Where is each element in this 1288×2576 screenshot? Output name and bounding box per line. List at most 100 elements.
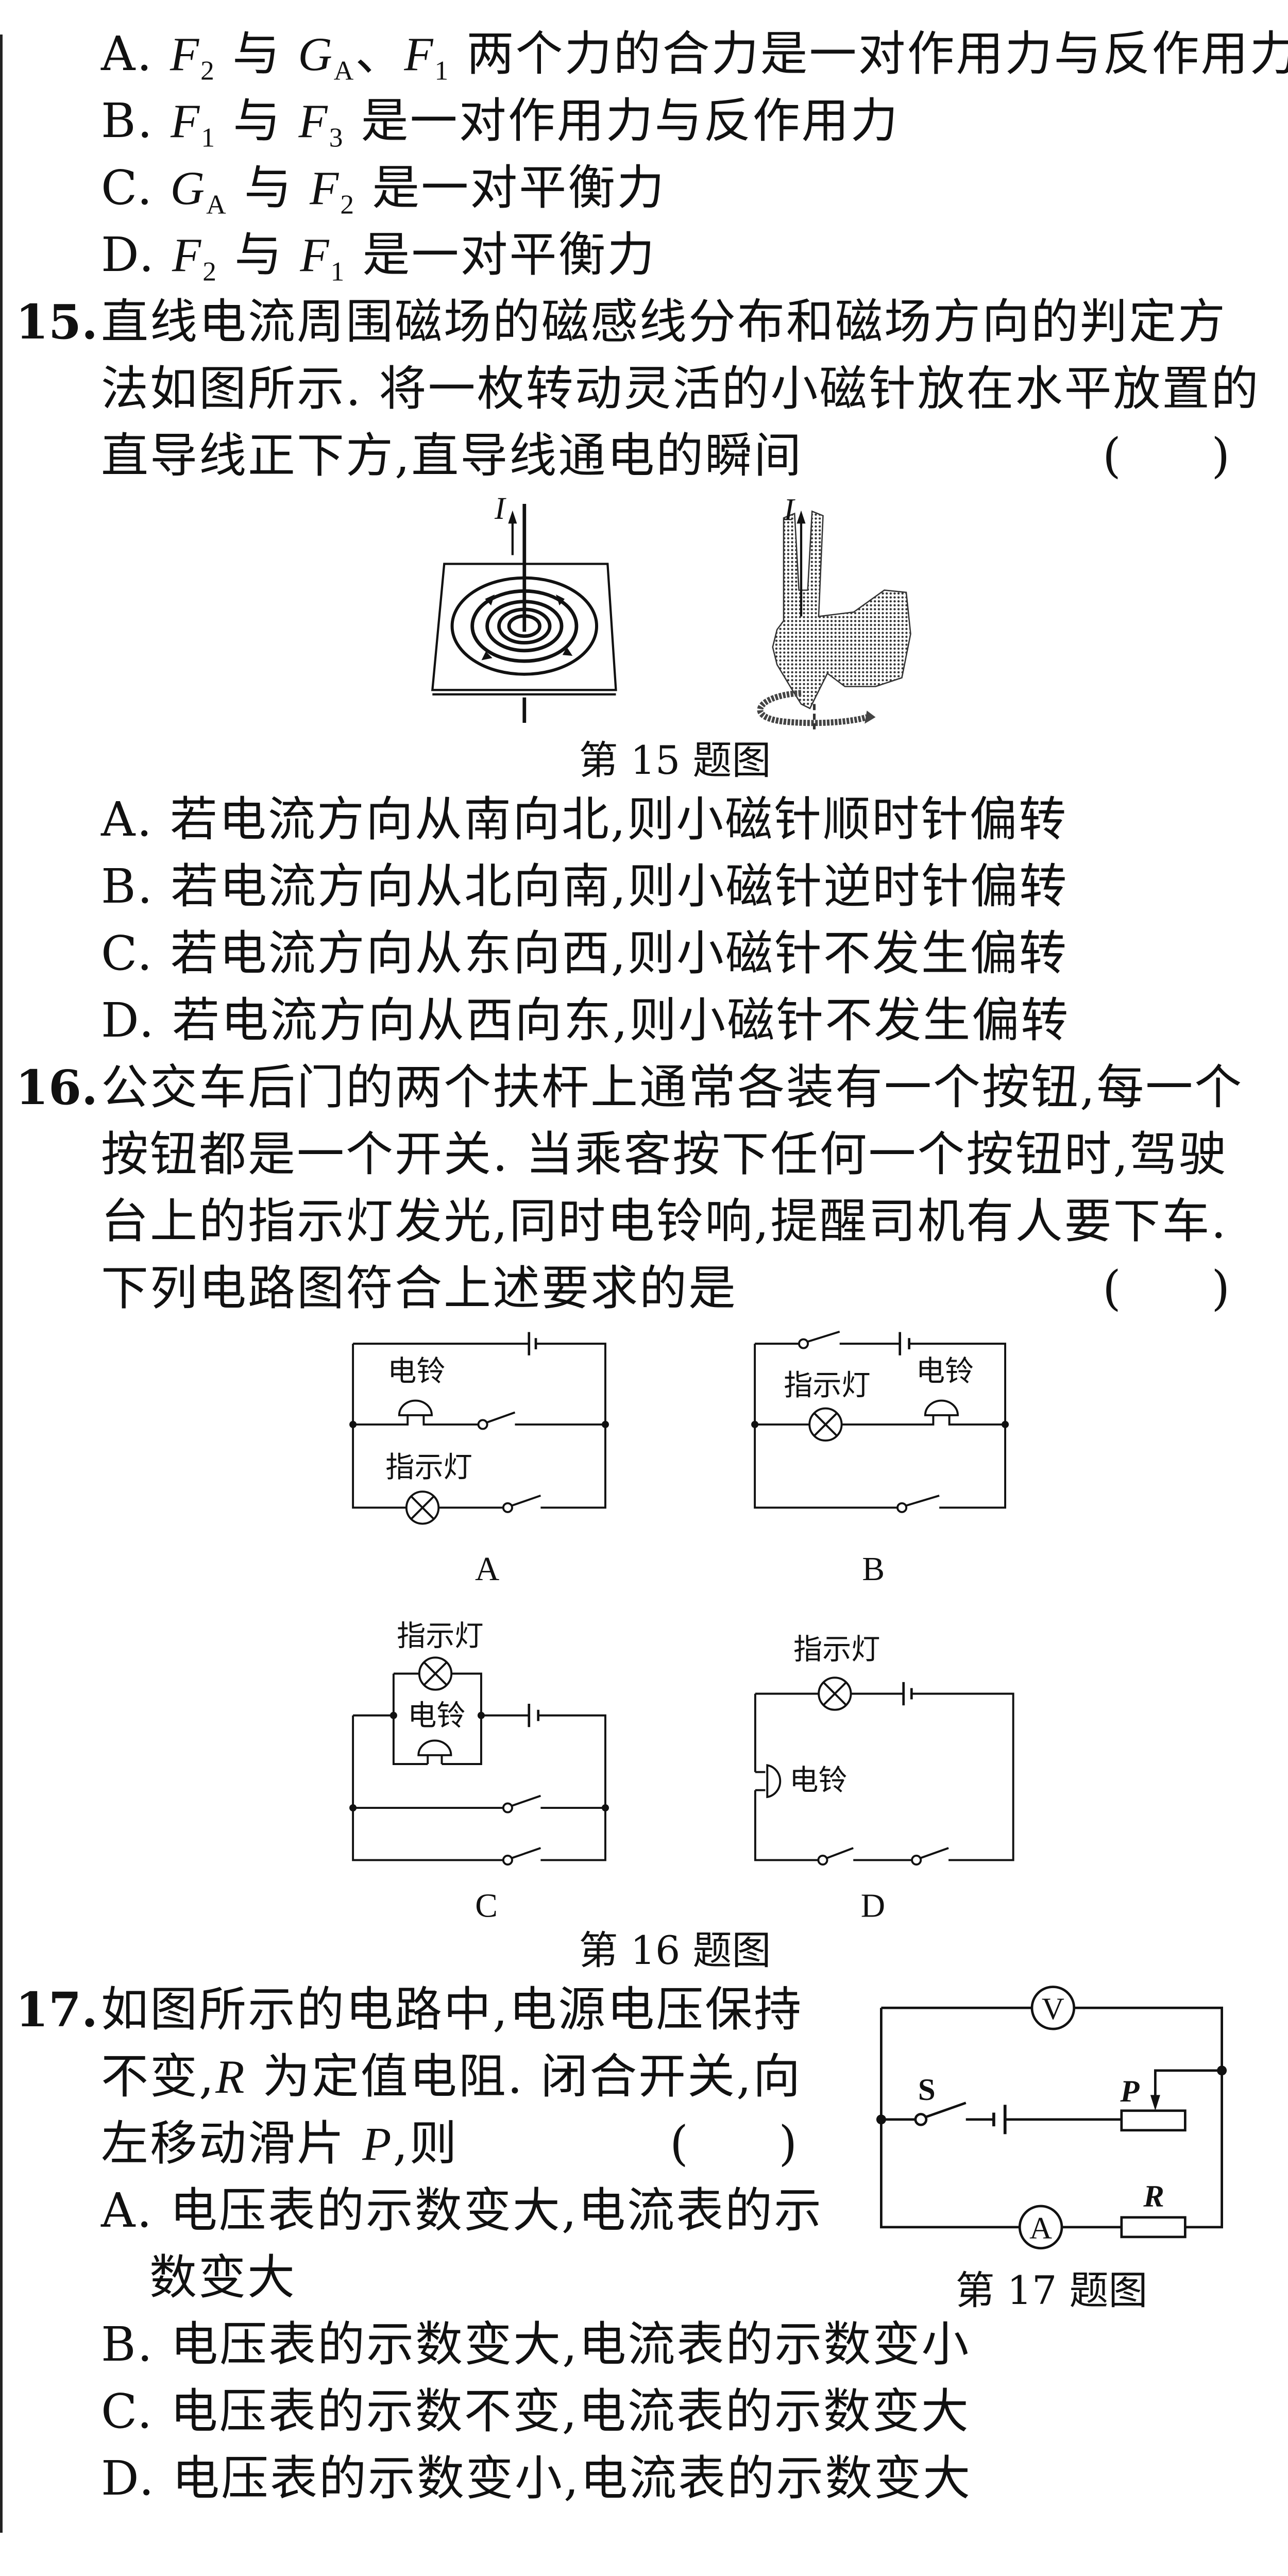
q17-option-c: C. 电压表的示数不变,电流表的示数变大 xyxy=(0,2378,1288,2445)
text-segment: 是一对平衡力 xyxy=(355,160,666,215)
lamp-icon xyxy=(418,1656,453,1691)
q14-option-a: A. F2 与 GA、F1 两个力的合力是一对作用力与反作用力 xyxy=(0,21,1288,88)
q17-circuit: V A S P R xyxy=(876,1986,1227,2250)
ammeter-label: A xyxy=(1029,2211,1052,2246)
lamp-label: 指示灯 xyxy=(397,1620,483,1653)
text-segment: A. 电压表的示数变大,电流表的示 xyxy=(101,2183,823,2238)
text-segment: 与 xyxy=(227,160,310,215)
text-segment: B. 若电流方向从北向南,则小磁针逆时针偏转 xyxy=(101,859,1069,914)
text-segment: 如图所示的电路中,电源电压保持 xyxy=(101,1982,803,2037)
circuit-label-b: B xyxy=(862,1551,885,1588)
circuit-label-c: C xyxy=(475,1887,498,1924)
switch-icon xyxy=(502,1847,541,1866)
bell-label: 电铃 xyxy=(916,1355,974,1388)
lamp-icon xyxy=(405,1490,440,1525)
text-segment: C. 若电流方向从东向西,则小磁针不发生偏转 xyxy=(101,926,1068,981)
q15-figure: I I xyxy=(431,491,911,731)
q15-stem-line: 直线电流周围磁场的磁感线分布和磁场方向的判定方 xyxy=(101,294,1227,349)
math-variable: F xyxy=(298,95,329,147)
subscript: A xyxy=(206,189,228,220)
text-segment: D. xyxy=(101,227,172,282)
q15-stem-row: 15. 直线电流周围磁场的磁感线分布和磁场方向的判定方 xyxy=(0,289,1288,355)
subscript: 2 xyxy=(202,256,218,287)
q16-stem-row: 下列电路图符合上述要求的是 ( ) xyxy=(0,1255,1288,1322)
circuit-label-d: D xyxy=(861,1887,885,1924)
q16-circuits: 电铃 指示灯 指示灯 电铃 指示灯 电铃 指示灯 电铃 A B C D xyxy=(349,1330,1014,1924)
math-variable: F xyxy=(300,229,331,281)
bell-label: 电铃 xyxy=(387,1355,445,1388)
switch-icon xyxy=(911,1847,949,1866)
bell-icon xyxy=(924,1399,959,1416)
circuit-a xyxy=(349,1332,609,1525)
left-margin-rule xyxy=(0,35,3,2533)
text-segment: 数变大 xyxy=(149,2250,297,2305)
rheostat-icon xyxy=(1120,2109,1187,2132)
text-segment: 为定值电阻. 闭合开关,向 xyxy=(246,2049,802,2104)
q17-block: 17. 如图所示的电路中,电源电压保持 不变,R 为定值电阻. 闭合开关,向 左… xyxy=(0,1976,1288,2512)
text-segment: 不变, xyxy=(101,2049,216,2104)
q15-stem-line: 法如图所示. 将一枚转动灵活的小磁针放在水平放置的 xyxy=(101,361,1260,416)
text-segment: 、 xyxy=(355,26,404,81)
q16-stem-line: 公交车后门的两个扶杆上通常各装有一个按钮,每一个 xyxy=(101,1060,1244,1115)
lamp-icon xyxy=(808,1407,843,1442)
text-segment: 与 xyxy=(215,26,298,81)
current-arrow-icon xyxy=(796,510,806,617)
text-segment: A. xyxy=(101,26,170,81)
resistor-label: R xyxy=(1143,2179,1164,2214)
text-segment: C. xyxy=(101,160,171,215)
q16-stem-row: 16. 公交车后门的两个扶杆上通常各装有一个按钮,每一个 xyxy=(0,1054,1288,1121)
text-segment: 是一对平衡力 xyxy=(346,227,656,282)
math-variable: G xyxy=(170,162,207,214)
lamp-label: 指示灯 xyxy=(793,1633,880,1666)
lamp-label: 指示灯 xyxy=(784,1369,870,1402)
current-label: I xyxy=(783,492,795,527)
q17-option-b: B. 电压表的示数变大,电流表的示数变小 xyxy=(0,2311,1288,2378)
q16-number: 16. xyxy=(15,1060,98,1115)
circuit-b xyxy=(751,1330,1009,1513)
math-variable: G xyxy=(298,28,334,80)
field-direction-arrows xyxy=(481,595,573,660)
switch-icon xyxy=(896,1495,940,1513)
math-variable: R xyxy=(215,2050,246,2103)
q17-stem-line: 不变,R 为定值电阻. 闭合开关,向 xyxy=(0,2043,1288,2110)
bell-icon xyxy=(755,1764,782,1799)
subscript: 2 xyxy=(200,55,216,86)
lamp-icon xyxy=(818,1676,852,1711)
switch-label: S xyxy=(918,2073,936,2107)
switch-icon xyxy=(798,1330,840,1349)
q15-number: 15. xyxy=(15,294,98,350)
q17-option-a-cont: 数变大 xyxy=(0,2244,1288,2311)
text-segment: C. 电压表的示数不变,电流表的示数变大 xyxy=(101,2384,970,2439)
q17-figure-caption: 第 17 题图 xyxy=(955,2267,1148,2313)
math-variable: F xyxy=(172,229,203,281)
circuit-c xyxy=(349,1656,609,1866)
text-segment: 是一对作用力与反作用力 xyxy=(344,93,900,148)
q17-stem-row: 17. 如图所示的电路中,电源电压保持 xyxy=(0,1976,1288,2043)
q16-stem-line: 按钮都是一个开关. 当乘客按下任何一个按钮时,驾驶 xyxy=(101,1127,1228,1182)
subscript: 2 xyxy=(340,189,355,220)
bell-icon xyxy=(417,1739,452,1756)
text-segment: 与 xyxy=(217,227,300,282)
current-label: I xyxy=(494,491,506,526)
bell-label: 电铃 xyxy=(789,1764,847,1798)
ammeter-icon xyxy=(1018,2205,1063,2250)
q14-option-d: D. F2 与 F1 是一对平衡力 xyxy=(0,222,1288,289)
text-segment: D. 若电流方向从西向东,则小磁针不发生偏转 xyxy=(101,993,1070,1048)
q15-option-c: C. 若电流方向从东向西,则小磁针不发生偏转 xyxy=(0,920,1288,987)
q17-number: 17. xyxy=(15,1982,98,2038)
q15-answer-blank: ( ) xyxy=(1103,428,1230,483)
text-segment: A. 若电流方向从南向北,则小磁针顺时针偏转 xyxy=(101,792,1068,847)
q15-option-d: D. 若电流方向从西向东,则小磁针不发生偏转 xyxy=(0,987,1288,1054)
math-variable: F xyxy=(171,95,201,147)
subscript: A xyxy=(333,55,355,86)
text-segment: B. xyxy=(101,93,171,148)
slider-label: P xyxy=(1120,2074,1140,2109)
q16-stem-line: 台上的指示灯发光,同时电铃响,提醒司机有人要下车. xyxy=(101,1194,1228,1249)
q15-stem-line: 直导线正下方,直导线通电的瞬间 xyxy=(101,428,803,483)
switch-icon xyxy=(502,1495,541,1513)
current-arrow-icon xyxy=(508,510,517,555)
switch-icon xyxy=(502,1794,541,1814)
subscript: 1 xyxy=(330,256,346,287)
q17-option-a: A. 电压表的示数变大,电流表的示 xyxy=(0,2177,1288,2244)
q17-stem-line: 左移动滑片 P,则 xyxy=(101,2116,459,2171)
